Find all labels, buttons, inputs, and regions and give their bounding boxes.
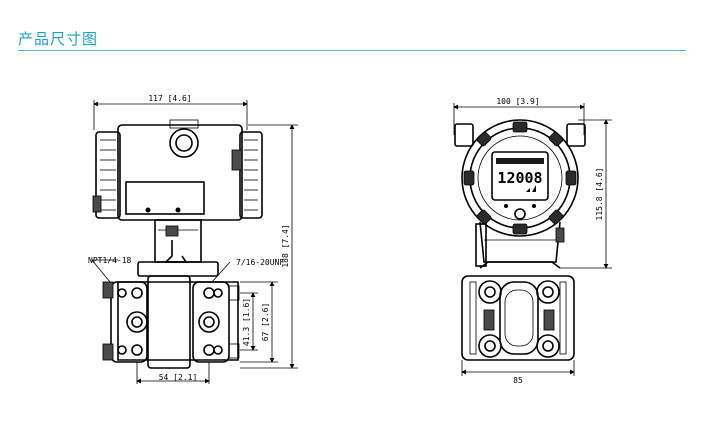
process-body [117, 281, 239, 361]
process-port-label: NPT1/4-18 [88, 256, 132, 265]
cable-entry [169, 128, 199, 158]
side-bottom-dimension: 54 [2.1] [159, 373, 198, 382]
bolt-thread-label: 7/16-20UNF [236, 258, 284, 267]
screw [145, 207, 151, 213]
left-port-inner [131, 316, 143, 328]
screw [175, 207, 181, 213]
drain-valve [102, 281, 114, 299]
flange-bolt [117, 345, 127, 355]
flange-center-dimension: 41.3 [1.6] [242, 298, 251, 346]
button-mark [504, 204, 508, 208]
title-underline [18, 50, 686, 51]
lcd-reading: 12008 [497, 169, 542, 187]
right-flange [192, 281, 230, 363]
right-port-inner [203, 316, 215, 328]
front-bottom-dimension: 85 [513, 376, 523, 385]
flange-oval [499, 281, 539, 355]
cable-entry-inner [175, 134, 193, 152]
right-port [198, 311, 220, 333]
neck-screw [555, 227, 565, 243]
lcd-window [491, 151, 549, 201]
flange-bolt [117, 288, 127, 298]
flange-bolt [131, 287, 143, 299]
left-port [126, 311, 148, 333]
ground-bracket [164, 240, 188, 263]
cable-entry-top [169, 119, 199, 129]
electronics-housing [117, 124, 243, 221]
signal-bars-icon [526, 185, 536, 192]
side-view: 117 [4.6] [88, 94, 298, 384]
flange-bolt [131, 344, 143, 356]
page-title: 产品尺寸图 [18, 30, 99, 48]
leader-line [211, 261, 231, 283]
front-height-dimension: 115.8 [4.6] [595, 168, 604, 221]
neck-screw [165, 225, 179, 237]
flange-bolt [203, 344, 215, 356]
side-width-dimension: 117 [4.6] [148, 94, 191, 103]
cover-ring [477, 135, 563, 221]
left-end-cap [95, 131, 121, 219]
flange-bolt [203, 287, 215, 299]
round-housing [461, 119, 579, 237]
right-boss [566, 123, 586, 147]
front-width-dimension: 100 [3.9] [496, 97, 539, 106]
cap-lock [231, 149, 243, 171]
front-flange [461, 275, 575, 361]
button-mark [532, 204, 536, 208]
front-view: 100 [3.9] 12008 [453, 97, 612, 385]
zero-button [514, 208, 526, 220]
ground-strap [475, 223, 487, 267]
flange-bolt [213, 288, 223, 298]
drain-valve [102, 343, 114, 361]
lcd-header [496, 158, 544, 164]
left-boss [454, 123, 474, 147]
center-diaphragm [147, 275, 191, 369]
flange-height-dimension: 67 [2.6] [261, 303, 270, 342]
cap-lock [92, 195, 102, 213]
flange-bolts [478, 280, 560, 358]
nameplate [125, 181, 205, 215]
total-height-dimension: 188 [7.4] [281, 224, 290, 267]
right-end-cap [239, 131, 263, 219]
sensor-top [137, 261, 219, 277]
side-label [483, 309, 495, 331]
flange-bolt [213, 345, 223, 355]
side-label [543, 309, 555, 331]
